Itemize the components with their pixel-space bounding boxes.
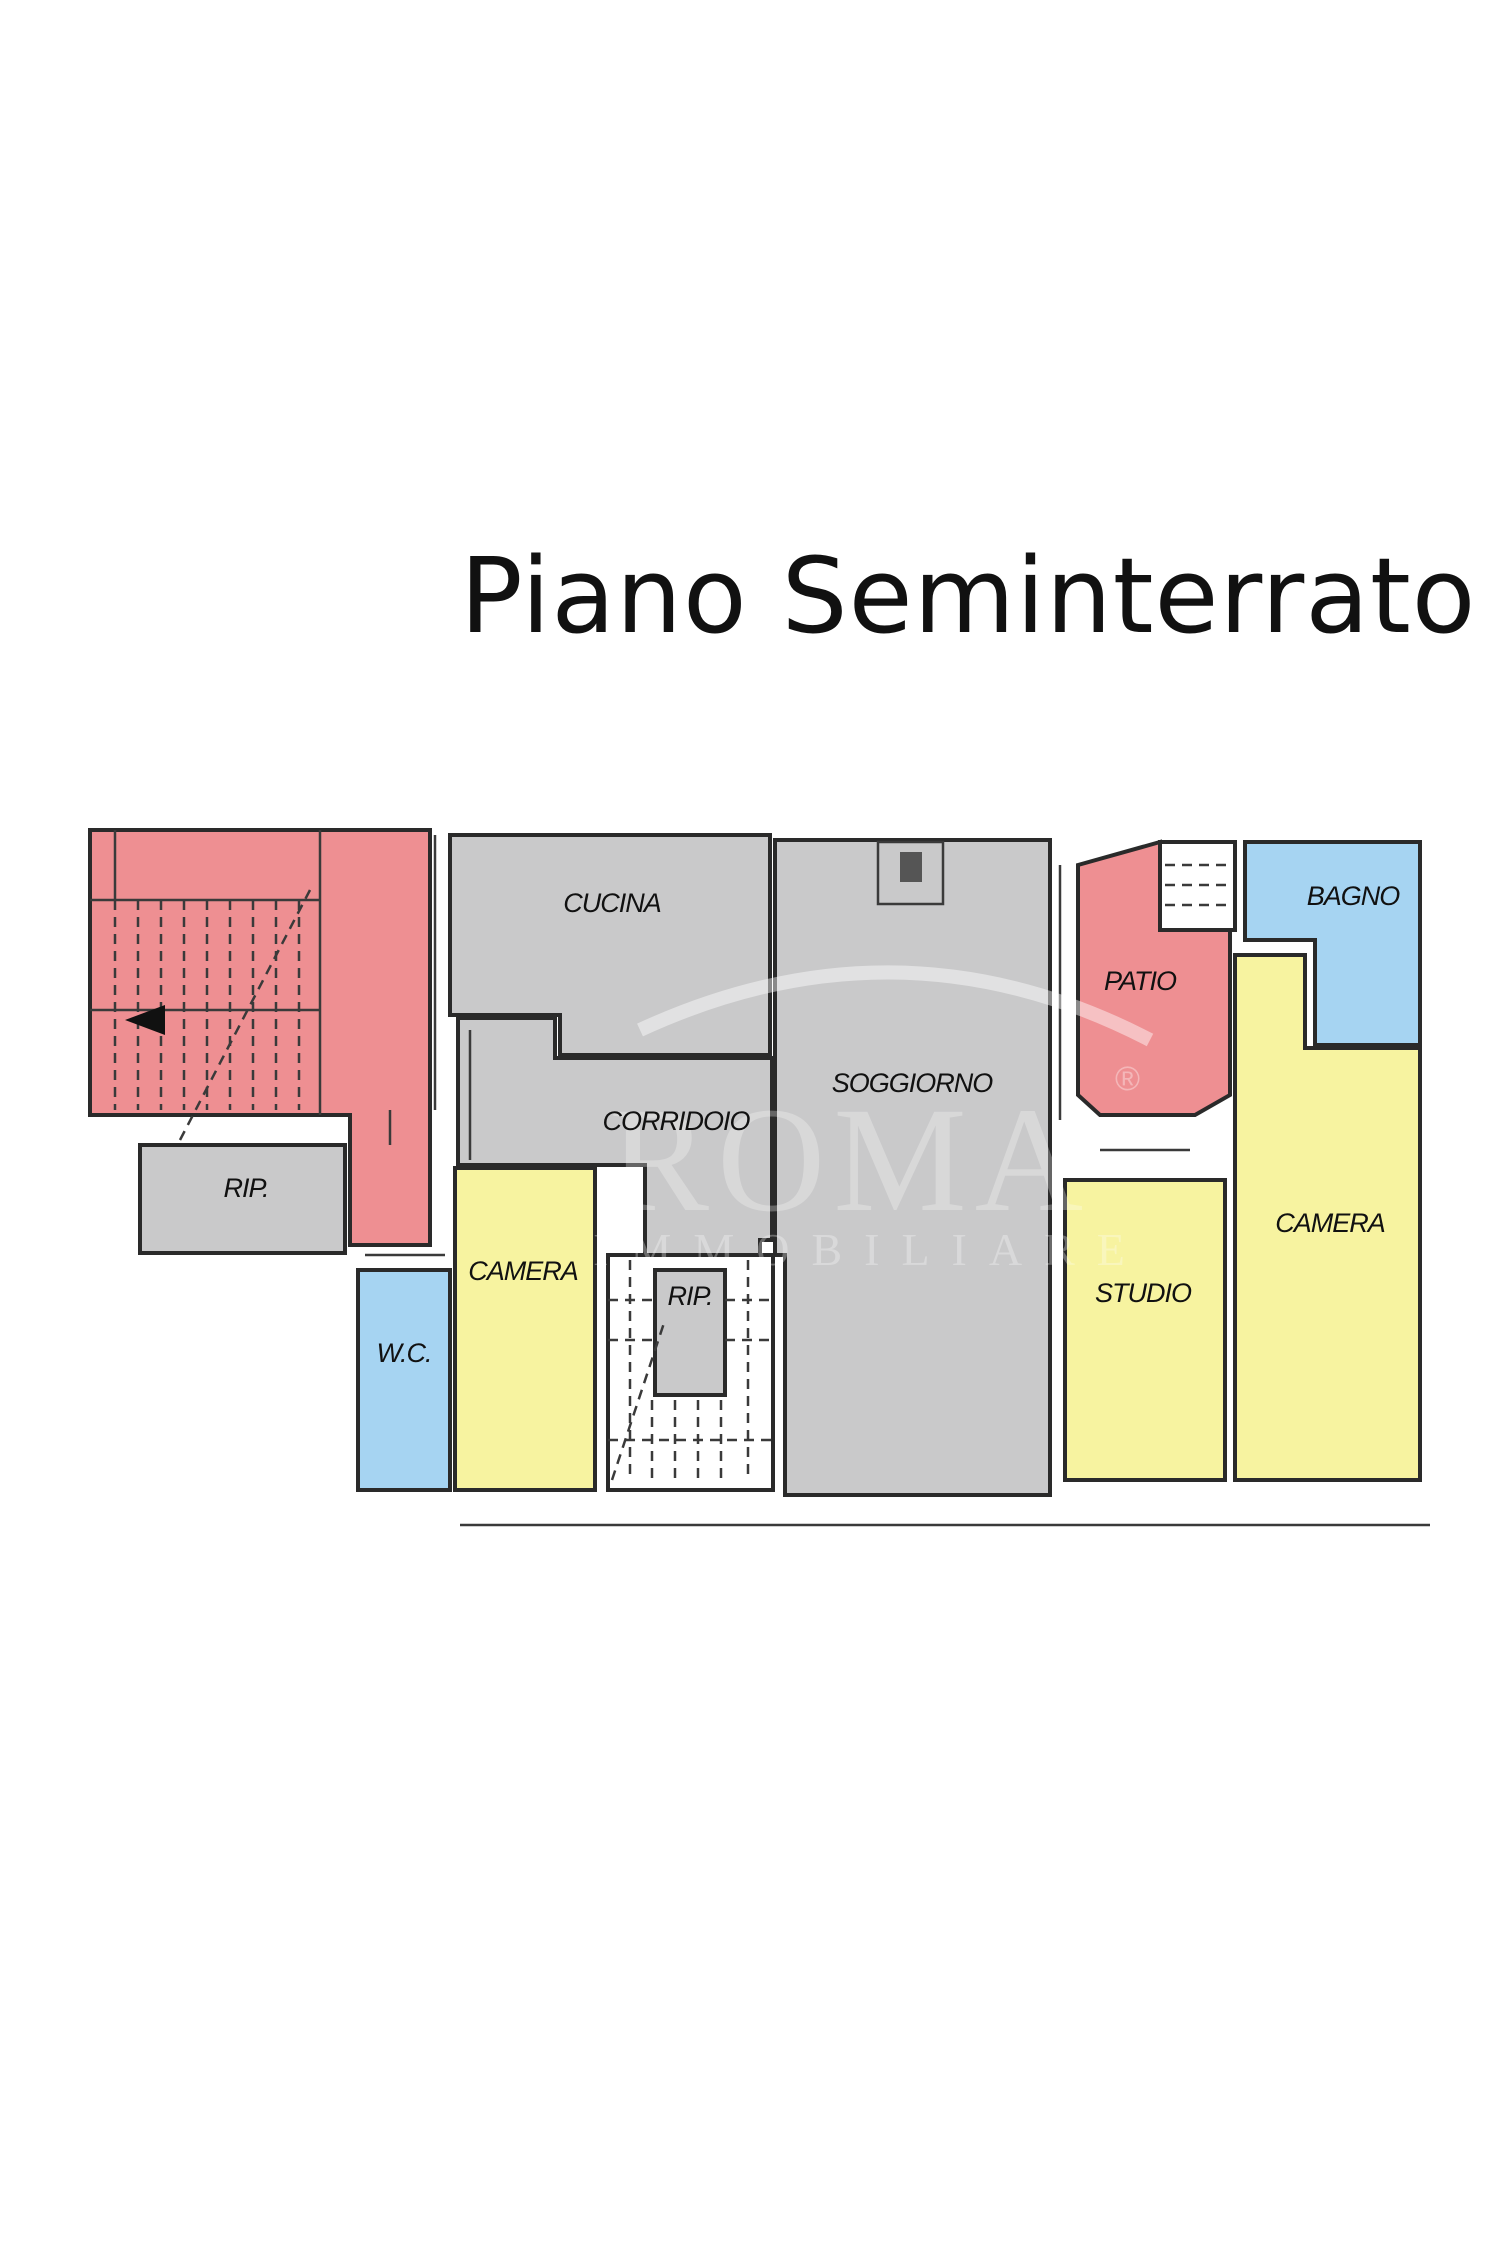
page-title: Piano Seminterrato <box>460 535 1477 657</box>
watermark-registered-mark: ® <box>1115 1060 1140 1098</box>
room-camera-right <box>1233 953 1422 1482</box>
label-camera-right: CAMERA <box>1275 1208 1385 1238</box>
room-soggiorno <box>773 838 1062 1497</box>
fireplace-icon <box>900 852 922 882</box>
room-corridoio <box>456 1016 774 1257</box>
label-studio: STUDIO <box>1095 1278 1192 1308</box>
label-corridoio: CORRIDOIO <box>602 1106 750 1136</box>
label-wc: W.C. <box>377 1338 432 1368</box>
room-stair-entrance <box>88 828 432 1247</box>
label-rip-center: RIP. <box>667 1281 712 1311</box>
watermark: ROMA IMMOBILIARE ® <box>593 965 1154 1275</box>
stair-treads <box>90 889 320 1141</box>
room-wc <box>356 1253 452 1492</box>
watermark-subtitle: IMMOBILIARE <box>593 1224 1147 1275</box>
stair-direction-arrow-icon <box>125 1005 165 1035</box>
label-patio: PATIO <box>1104 966 1177 996</box>
label-camera-center: CAMERA <box>468 1256 578 1286</box>
label-rip-left: RIP. <box>223 1173 268 1203</box>
room-camera-center <box>453 1166 597 1492</box>
label-cucina: CUCINA <box>563 888 661 918</box>
room-patio <box>1076 839 1237 1152</box>
room-rip-left <box>138 1143 347 1255</box>
label-bagno: BAGNO <box>1307 881 1401 911</box>
room-stair-center <box>606 1253 775 1492</box>
watermark-brand: ROMA <box>609 1077 1091 1243</box>
room-bagno <box>1243 840 1422 1047</box>
label-soggiorno: SOGGIORNO <box>832 1068 994 1098</box>
room-cucina <box>433 833 772 1110</box>
room-studio <box>1063 1178 1227 1482</box>
